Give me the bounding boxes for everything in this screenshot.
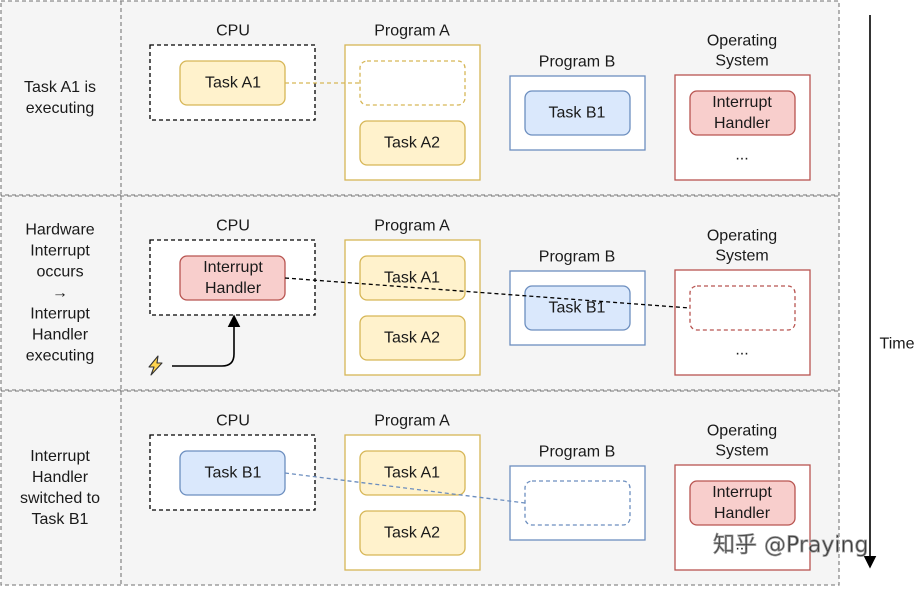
band-label: Interrupt xyxy=(30,243,90,260)
connector-task-b1 xyxy=(284,472,526,504)
task-a1-label: Task A1 xyxy=(384,270,440,287)
band-label: Hardware xyxy=(25,222,94,239)
interrupt-signal-arrow xyxy=(172,314,241,367)
program-a-task-a2 xyxy=(359,315,466,361)
cpu-task-label: Handler xyxy=(205,280,262,297)
cpu-task-label: Interrupt xyxy=(203,259,263,276)
os-ellipsis: ... xyxy=(735,147,748,164)
program-a-task-a1 xyxy=(359,450,466,496)
os-handler-label: Interrupt xyxy=(712,484,772,501)
program-b-title: Program B xyxy=(539,54,615,71)
os-ellipsis: ... xyxy=(735,537,748,554)
band-label: Task B1 xyxy=(32,511,89,528)
os-title: System xyxy=(715,248,768,265)
cpu-title: CPU xyxy=(216,23,250,40)
time-axis: Time xyxy=(863,15,915,569)
program-b-task-b1 xyxy=(524,90,631,136)
program-a-title: Program A xyxy=(374,218,450,235)
band-label: Interrupt xyxy=(30,306,90,323)
program-a-title: Program A xyxy=(374,23,450,40)
band-label: Handler xyxy=(32,327,89,344)
program-a-task-a2 xyxy=(359,510,466,556)
task-b1-label: Task B1 xyxy=(549,105,606,122)
os-ellipsis: ... xyxy=(735,342,748,359)
task-a1-label: Task A1 xyxy=(384,465,440,482)
os-title: System xyxy=(715,53,768,70)
program-a-title: Program A xyxy=(374,413,450,430)
band-label: switched to xyxy=(20,490,100,507)
os-interrupt-handler xyxy=(689,480,796,526)
program-b-title: Program B xyxy=(539,249,615,266)
band-label: Interrupt xyxy=(30,448,90,465)
watermark-layer: 知乎 @Praying xyxy=(713,533,869,559)
cpu-title: CPU xyxy=(216,413,250,430)
band-label: executing xyxy=(26,100,95,117)
band-label: executing xyxy=(26,348,95,365)
task-a2-label: Task A2 xyxy=(384,525,440,542)
cpu-task-label: Task A1 xyxy=(205,75,261,92)
program-a-task-a2 xyxy=(359,120,466,166)
band-label: Handler xyxy=(32,469,89,486)
os-handler-label: Interrupt xyxy=(712,94,772,111)
time-label: Time xyxy=(880,336,915,353)
program-b-task-b1 xyxy=(524,285,631,331)
os-title: Operating xyxy=(707,33,777,50)
program-a-empty-slot xyxy=(359,60,466,106)
task-a2-label: Task A2 xyxy=(384,135,440,152)
band-label: → xyxy=(52,285,68,302)
program-b-empty-slot xyxy=(524,480,631,526)
program-b-title: Program B xyxy=(539,444,615,461)
os-title: System xyxy=(715,443,768,460)
band-2: HardwareInterruptoccurs→InterruptHandler… xyxy=(0,195,840,391)
os-handler-label: Handler xyxy=(714,505,771,522)
os-handler-label: Handler xyxy=(714,115,771,132)
os-interrupt-handler xyxy=(689,90,796,136)
os-empty-slot xyxy=(689,285,796,331)
cpu-task-label: Task B1 xyxy=(205,465,262,482)
os-title: Operating xyxy=(707,228,777,245)
connector-interrupt-handler xyxy=(284,277,691,309)
band-label: occurs xyxy=(36,264,83,281)
band-label: Task A1 is xyxy=(24,79,96,96)
lightning-bolt-icon xyxy=(148,355,163,376)
os-title: Operating xyxy=(707,423,777,440)
task-a2-label: Task A2 xyxy=(384,330,440,347)
cpu-title: CPU xyxy=(216,218,250,235)
task-b1-label: Task B1 xyxy=(549,300,606,317)
band-1: Task A1 is executing CPU Task A1 Program A Ta… xyxy=(0,0,840,196)
watermark: 知乎 @Praying xyxy=(713,533,868,558)
